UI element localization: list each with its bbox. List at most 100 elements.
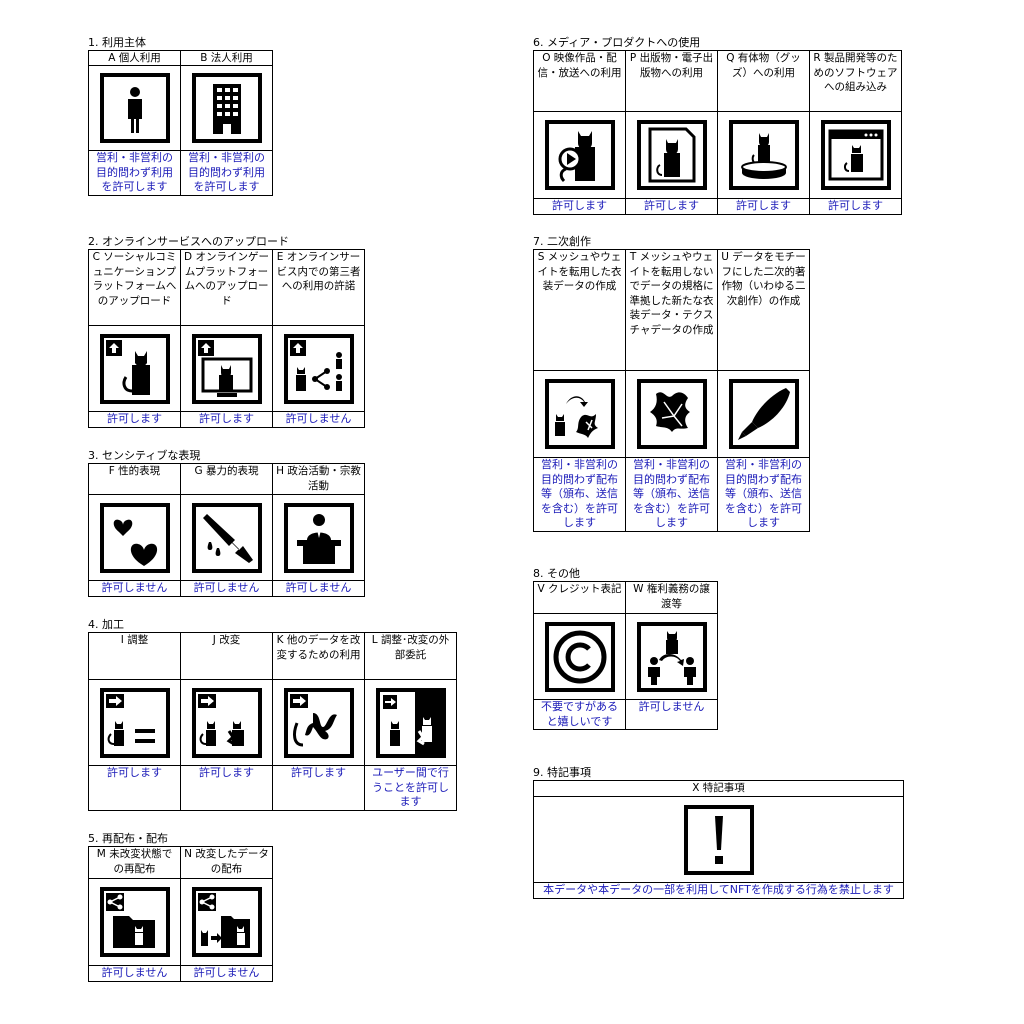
cell-permission: 許可しません xyxy=(193,966,260,979)
cell-permission: 許可しません xyxy=(285,412,352,425)
cell-label: S メッシュやウェイトを転用した衣装データの作成 xyxy=(534,250,625,371)
cell-A: A 個人利用 営利・非営利の目的問わず利用を許可します xyxy=(89,51,181,196)
cell-Q: Q 有体物（グッズ）への利用 許可します xyxy=(718,51,810,215)
cell-I: I 調整 許可します xyxy=(89,633,181,811)
cell-T: T メッシュやウェイトを転用しないでデータの規格に準拠した新たな衣装データ・テク… xyxy=(626,250,718,532)
section-title: 6. メディア・プロダクトへの使用 xyxy=(533,36,701,49)
cell-permission: 本データや本データの一部を利用してNFTを作成する行為を禁止します xyxy=(543,883,894,896)
cell-N: N 改変したデータの配布 許可しません xyxy=(181,847,273,982)
cell-label: A 個人利用 xyxy=(89,51,180,66)
section-grid: M 未改変状態での再配布 許可しません N 改変したデータの配布 xyxy=(88,846,273,982)
section-title: 4. 加工 xyxy=(88,618,124,631)
section-7: 7. 二次創作 S メッシュやウェイトを転用した衣装データの作成 営利・非営利の… xyxy=(533,235,810,532)
section-title: 2. オンラインサービスへのアップロード xyxy=(88,235,289,248)
podium-icon xyxy=(273,495,364,581)
transfer-rights-icon xyxy=(626,614,717,700)
cell-permission: 許可します xyxy=(736,199,791,212)
cell-label: W 権利義務の譲渡等 xyxy=(626,582,717,614)
cell-label: X 特記事項 xyxy=(534,781,903,797)
new-costume-icon xyxy=(626,371,717,458)
outsource-icon xyxy=(365,680,456,766)
hearts-icon xyxy=(89,495,180,581)
cell-permission: 許可します xyxy=(644,199,699,212)
cell-permission: 営利・非営利の目的問わず利用を許可します xyxy=(188,151,265,193)
knife-icon xyxy=(181,495,272,581)
cell-L: L 調整･改変の外部委託 ユーザー間で行うことを許可します xyxy=(365,633,457,811)
cell-K: K 他のデータを改変するための利用 許可します xyxy=(273,633,365,811)
cell-label: J 改変 xyxy=(181,633,272,680)
cell-permission: 営利・非営利の目的問わず配布等（頒布、送信を含む）を許可します xyxy=(633,458,710,529)
section-title: 9. 特記事項 xyxy=(533,766,591,779)
cell-permission: 許可しません xyxy=(193,581,260,594)
adjust-icon xyxy=(89,680,180,766)
section-title: 5. 再配布・配布 xyxy=(88,832,168,845)
cell-J: J 改変 許可します xyxy=(181,633,273,811)
section-9: 9. 特記事項 X 特記事項 本データや本データの一部を利用してNFTを作成する… xyxy=(533,766,904,899)
cell-permission: 営利・非営利の目的問わず配布等（頒布、送信を含む）を許可します xyxy=(541,458,618,529)
section-grid: F 性的表現 許可しません G 暴力的表現 許可しません H 政治活動・宗教活動 xyxy=(88,463,365,597)
cell-permission: 営利・非営利の目的問わず配布等（頒布、送信を含む）を許可します xyxy=(725,458,802,529)
cell-label: I 調整 xyxy=(89,633,180,680)
cell-label: K 他のデータを改変するための利用 xyxy=(273,633,364,680)
cell-permission: 許可しません xyxy=(285,581,352,594)
upload-game-icon xyxy=(181,326,272,412)
modify-icon xyxy=(181,680,272,766)
section-6: 6. メディア・プロダクトへの使用 O 映像作品・配信・放送への利用 許可します… xyxy=(533,36,902,215)
cell-label: M 未改変状態での再配布 xyxy=(89,847,180,879)
distribute-modified-icon xyxy=(181,879,272,966)
cell-label: N 改変したデータの配布 xyxy=(181,847,272,879)
cell-B: B 法人利用 営利・非営利の目的問わず利用を許可します xyxy=(181,51,273,196)
cell-S: S メッシュやウェイトを転用した衣装データの作成 営利・非営利の目的問わず配布等… xyxy=(534,250,626,532)
cell-label: H 政治活動・宗教活動 xyxy=(273,464,364,495)
section-4: 4. 加工 I 調整 許可します J 改変 xyxy=(88,618,457,811)
section-title: 7. 二次創作 xyxy=(533,235,591,248)
cell-label: C ソーシャルコミュニケーションプラットフォームへのアップロード xyxy=(89,250,180,326)
cell-W: W 権利義務の譲渡等 許可しません xyxy=(626,582,718,730)
upload-sns-icon xyxy=(89,326,180,412)
section-grid: V クレジット表記 不要ですがあると嬉しいです W 権利義務の譲渡等 許可しませ… xyxy=(533,581,718,730)
cell-label: R 製品開発等のためのソフトウェアへの組み込み xyxy=(810,51,901,112)
cell-label: D オンラインゲームプラットフォームへのアップロード xyxy=(181,250,272,326)
section-5: 5. 再配布・配布 M 未改変状態での再配布 許可しません N 改変したデータの… xyxy=(88,832,273,982)
pen-nib-icon xyxy=(718,371,809,458)
software-icon xyxy=(810,112,901,199)
cell-permission: 許可します xyxy=(291,766,346,779)
cell-label: U データをモチーフにした二次的著作物（いわゆる二次創作）の作成 xyxy=(718,250,809,371)
section-grid: A 個人利用 営利・非営利の目的問わず利用を許可します B 法人利用 営利・非営… xyxy=(88,50,273,196)
section-2: 2. オンラインサービスへのアップロード C ソーシャルコミュニケーションプラッ… xyxy=(88,235,365,428)
redistribute-icon xyxy=(89,879,180,966)
cell-label: F 性的表現 xyxy=(89,464,180,495)
cell-V: V クレジット表記 不要ですがあると嬉しいです xyxy=(534,582,626,730)
section-1: 1. 利用主体 A 個人利用 営利・非営利の目的問わず利用を許可します B 法人… xyxy=(88,36,273,196)
cell-F: F 性的表現 許可しません xyxy=(89,464,181,597)
cell-label: P 出版物・電子出版物への利用 xyxy=(626,51,717,112)
video-icon xyxy=(534,112,625,199)
cell-permission: 営利・非営利の目的問わず利用を許可します xyxy=(96,151,173,193)
cell-permission: 許可しません xyxy=(101,966,168,979)
cell-permission: 不要ですがあると嬉しいです xyxy=(541,700,618,728)
section-title: 1. 利用主体 xyxy=(88,36,146,49)
cell-P: P 出版物・電子出版物への利用 許可します xyxy=(626,51,718,215)
cell-permission: 許可します xyxy=(552,199,607,212)
section-title: 8. その他 xyxy=(533,567,580,580)
cell-permission: 許可します xyxy=(199,412,254,425)
cell-label: B 法人利用 xyxy=(181,51,272,66)
cell-G: G 暴力的表現 許可しません xyxy=(181,464,273,597)
third-party-share-icon xyxy=(273,326,364,412)
cell-U: U データをモチーフにした二次的著作物（いわゆる二次創作）の作成 営利・非営利の… xyxy=(718,250,810,532)
section-8: 8. その他 V クレジット表記 不要ですがあると嬉しいです W 権利義務の譲渡… xyxy=(533,567,718,730)
cell-permission: 許可します xyxy=(107,766,162,779)
cell-permission: 許可します xyxy=(828,199,883,212)
cell-permission: 許可します xyxy=(107,412,162,425)
cell-H: H 政治活動・宗教活動 許可しません xyxy=(273,464,365,597)
section-3: 3. センシティブな表現 F 性的表現 許可しません G 暴力的表現 許可しませ… xyxy=(88,449,365,597)
cell-label: L 調整･改変の外部委託 xyxy=(365,633,456,680)
cell-O: O 映像作品・配信・放送への利用 許可します xyxy=(534,51,626,215)
cell-R: R 製品開発等のためのソフトウェアへの組み込み 許可します xyxy=(810,51,902,215)
copyright-icon xyxy=(534,614,625,700)
section-grid: I 調整 許可します J 改変 許可します xyxy=(88,632,457,811)
cell-label: O 映像作品・配信・放送への利用 xyxy=(534,51,625,112)
cell-label: E オンラインサービス内での第三者への利用の許諾 xyxy=(273,250,364,326)
section-grid: X 特記事項 本データや本データの一部を利用してNFTを作成する行為を禁止します xyxy=(533,780,904,899)
section-title: 3. センシティブな表現 xyxy=(88,449,201,462)
